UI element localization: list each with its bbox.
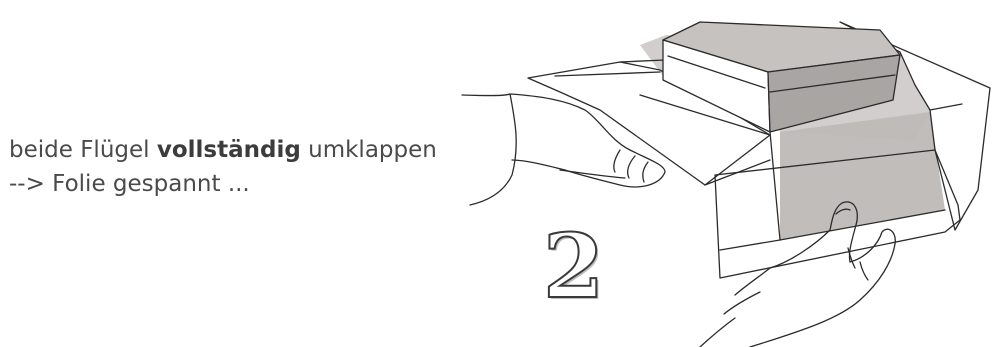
left-sleeve [462, 94, 516, 205]
film-front [780, 112, 945, 240]
step-number: 2 [543, 222, 604, 310]
